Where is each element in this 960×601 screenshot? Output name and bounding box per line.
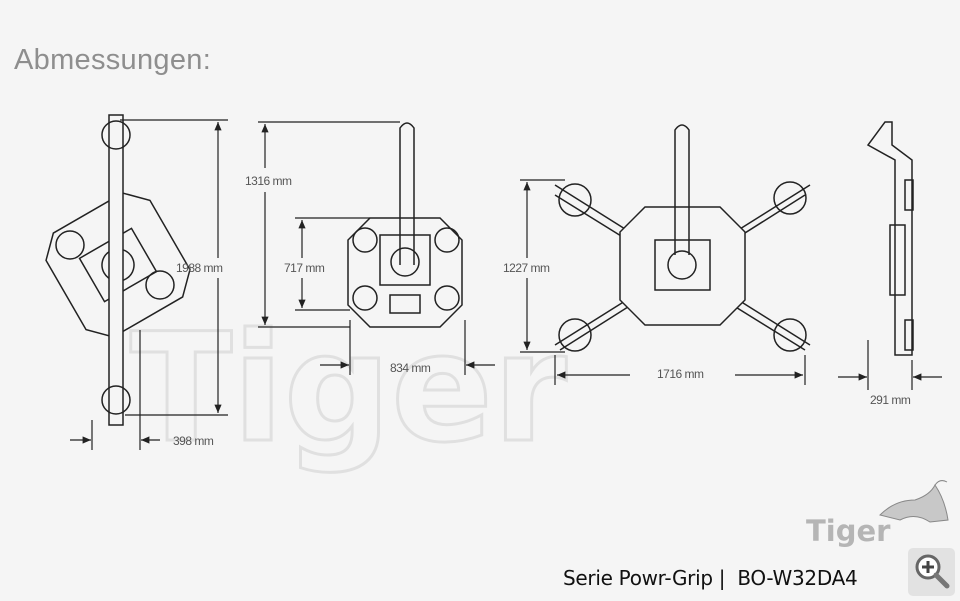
- product-caption: Serie Powr-Grip | BO-W32DA4: [563, 566, 858, 590]
- dim-label-1316: 1316 mm: [245, 174, 292, 188]
- dim-label-717: 717 mm: [284, 261, 325, 275]
- dim-label-398: 398 mm: [173, 434, 214, 448]
- page-title: Abmessungen:: [14, 44, 212, 76]
- brand-logo-text: Tiger: [806, 514, 891, 548]
- view-top: [554, 124, 811, 352]
- dim-label-1988: 1988 mm: [176, 261, 223, 275]
- dim-label-1716: 1716 mm: [657, 367, 704, 381]
- view-side: [866, 121, 914, 356]
- watermark-text: Tiger: [130, 302, 567, 476]
- dim-label-1227: 1227 mm: [503, 261, 550, 275]
- zoom-in-icon: [915, 554, 950, 589]
- view-tilted: [45, 114, 191, 426]
- dim-label-834: 834 mm: [390, 361, 431, 375]
- zoom-button[interactable]: [908, 548, 955, 596]
- view-front: [347, 122, 463, 328]
- dim-label-291: 291 mm: [870, 393, 911, 407]
- tiger-logo-icon: [879, 480, 949, 523]
